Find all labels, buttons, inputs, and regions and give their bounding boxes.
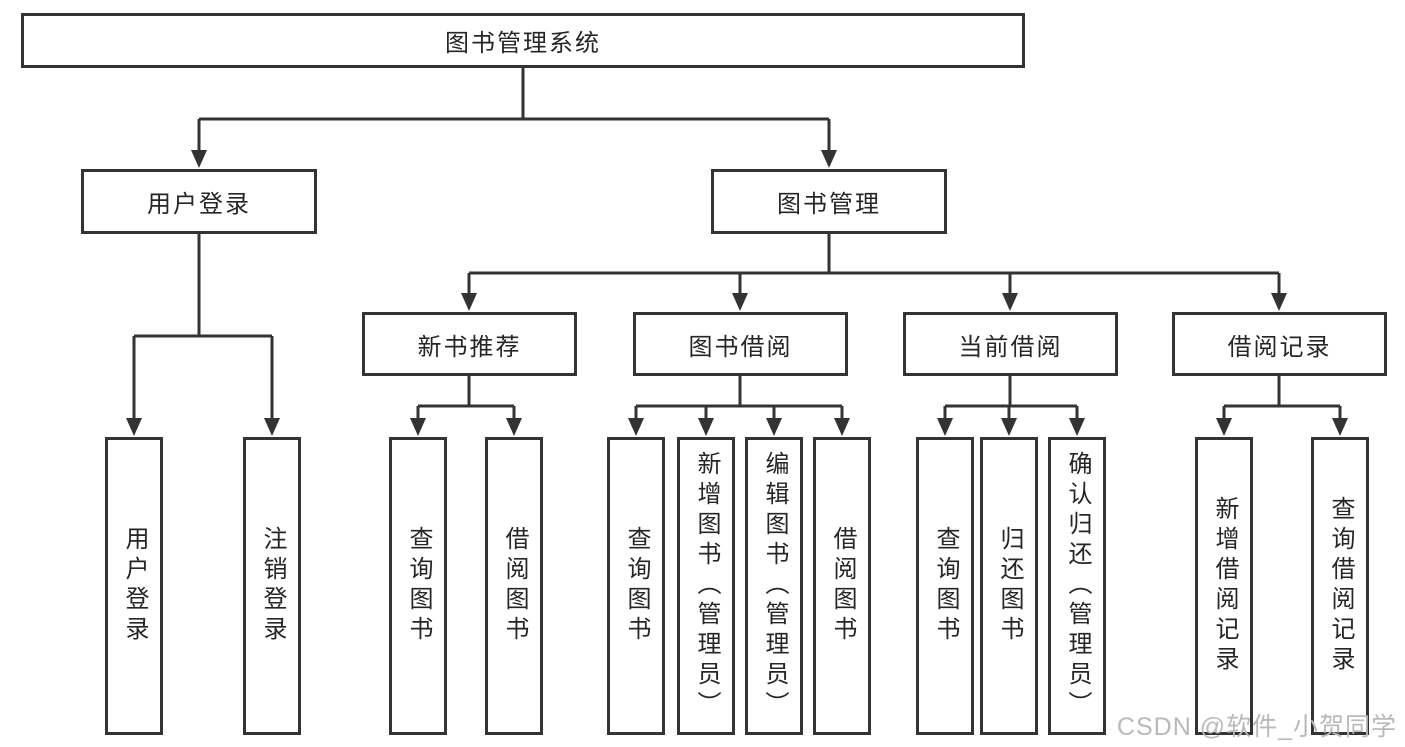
edges-user-login-branch — [126, 234, 280, 436]
leaf-label: 用户登录 — [121, 526, 148, 646]
leaf-borrow-books: 借阅图书 — [485, 437, 543, 735]
node-library-system: 图书管理系统 — [21, 13, 1025, 68]
leaf-query-books: 查询图书 — [389, 437, 447, 735]
leaf-borrow-books: 借阅图书 — [813, 437, 871, 735]
leaf-confirm-return-admin: 确认归还（管理员） — [1048, 437, 1106, 735]
edges-new-book-recommend — [410, 376, 522, 436]
leaf-logout: 注销登录 — [243, 437, 301, 735]
leaf-label: 借阅图书 — [501, 526, 528, 646]
leaf-user-login: 用户登录 — [105, 437, 163, 735]
edges-book-borrow — [628, 376, 850, 436]
leaf-add-book-admin: 新增图书（管理员） — [677, 437, 735, 735]
edges-book-management-branch — [461, 234, 1287, 311]
edges-current-borrow — [937, 376, 1085, 436]
leaf-label: 借阅图书 — [829, 526, 856, 646]
edges-borrow-records — [1216, 376, 1348, 436]
node-borrow-records: 借阅记录 — [1172, 312, 1387, 376]
leaf-query-books: 查询图书 — [916, 437, 974, 735]
leaf-add-borrow-record: 新增借阅记录 — [1195, 437, 1253, 735]
leaf-edit-book-admin: 编辑图书（管理员） — [745, 437, 803, 735]
edges-root-to-level2 — [191, 68, 837, 168]
leaf-query-borrow-record: 查询借阅记录 — [1311, 437, 1369, 735]
leaf-label: 查询图书 — [932, 526, 959, 646]
node-book-borrow: 图书借阅 — [633, 312, 848, 376]
leaf-label: 注销登录 — [259, 526, 286, 646]
leaf-label: 新增借阅记录 — [1211, 496, 1238, 676]
node-new-book-recommend: 新书推荐 — [362, 312, 577, 376]
leaf-label: 查询图书 — [405, 526, 432, 646]
leaf-return-books: 归还图书 — [980, 437, 1038, 735]
node-book-management: 图书管理 — [711, 169, 947, 234]
leaf-query-books: 查询图书 — [607, 437, 665, 735]
leaf-label: 查询借阅记录 — [1327, 496, 1354, 676]
leaf-label: 确认归还（管理员） — [1064, 451, 1091, 721]
leaf-label: 归还图书 — [996, 526, 1023, 646]
node-user-login: 用户登录 — [81, 169, 317, 234]
leaf-label: 编辑图书（管理员） — [761, 451, 788, 721]
node-current-borrow: 当前借阅 — [903, 312, 1118, 376]
leaf-label: 查询图书 — [623, 526, 650, 646]
csdn-watermark: CSDN @软件_小贺同学 — [1116, 713, 1397, 741]
leaf-label: 新增图书（管理员） — [693, 451, 720, 721]
